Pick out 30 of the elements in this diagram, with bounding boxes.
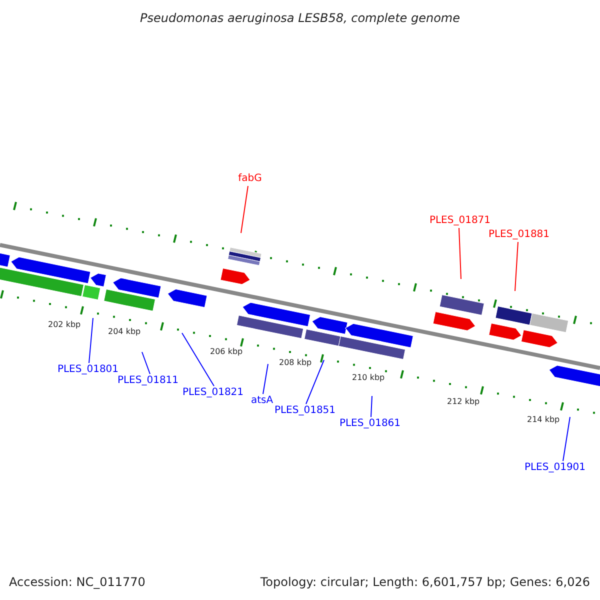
gene-label: PLES_01851	[274, 404, 336, 418]
position-label: 204 kbp	[108, 326, 141, 338]
gene-label: PLES_01871	[429, 214, 491, 228]
gene-label: PLES_01801	[57, 363, 119, 377]
position-label: 214 kbp	[527, 414, 560, 426]
accession-note: Accession: NC_011770	[9, 574, 146, 591]
title: Pseudomonas aeruginosa LESB58, complete genome	[139, 10, 461, 27]
leader-line	[262, 364, 268, 394]
position-label: 212 kbp	[447, 396, 480, 408]
position-label: 208 kbp	[279, 357, 312, 369]
gene-label: PLES_01881	[488, 228, 550, 242]
position-label: 202 kbp	[48, 319, 81, 331]
leader-line	[458, 228, 462, 280]
position-label: 210 kbp	[352, 372, 385, 384]
leader-line	[306, 360, 324, 404]
genome-summary: Topology: circular; Length: 6,601,757 bp; Genes: 6,026	[260, 574, 590, 591]
leader-line	[240, 186, 248, 234]
position-label: 206 kbp	[210, 346, 243, 358]
gene-label: PLES_01811	[117, 374, 179, 388]
leader-line	[370, 396, 372, 418]
leader-line	[182, 332, 214, 386]
gene-label: fabG	[238, 172, 262, 186]
leader-line	[142, 352, 150, 374]
gene-label: PLES_01821	[182, 386, 244, 400]
gene-label: PLES_01861	[339, 417, 401, 431]
leader-line	[514, 242, 518, 292]
gene-label: atsA	[250, 394, 274, 408]
gene-label: PLES_01901	[524, 461, 586, 475]
leader-line	[562, 416, 570, 462]
leader-line	[88, 318, 94, 364]
